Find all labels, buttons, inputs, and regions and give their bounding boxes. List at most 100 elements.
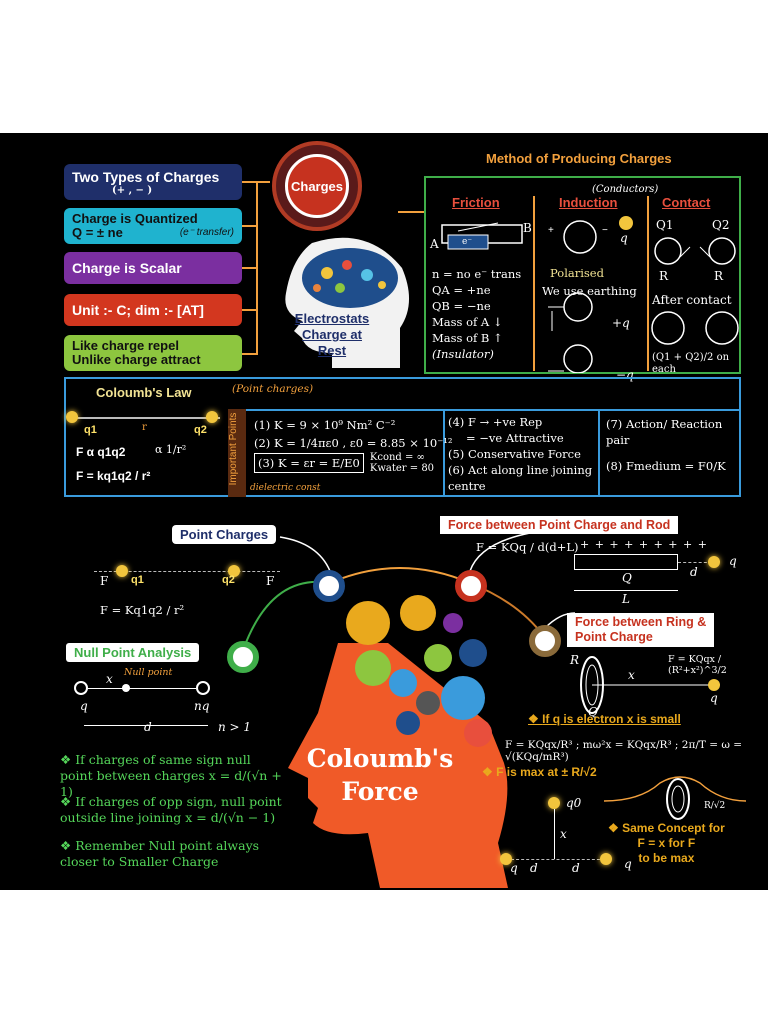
induction-diagram: +− — [548, 216, 633, 373]
q0-q: q — [510, 861, 518, 875]
q0-right-charge — [600, 853, 612, 865]
contact-title: Contact — [662, 195, 711, 210]
node-ring — [529, 625, 561, 657]
rod-distance-line — [678, 562, 712, 563]
null-charge-q — [74, 681, 88, 695]
pill-repel-line1: Like charge repel — [72, 338, 179, 353]
important-point: (3) K = εr = E/E0 — [254, 453, 364, 473]
important-point: (5) Conservative Force — [448, 447, 581, 461]
pill-unit: Unit :- C; dim :- [AT] — [64, 294, 242, 326]
coulomb-charge-2 — [206, 411, 218, 423]
pill-two-types: Two Types of Charges (+ , − ) — [64, 164, 242, 200]
dielectric-note: dielectric const — [250, 483, 321, 493]
ring-fmax-text: F is max at ± R/√2 — [496, 765, 597, 779]
important-point: (2) K = 1/4πε0 , ε0 = 8.85 × 10⁻¹² — [254, 436, 453, 450]
brain-head-illustration — [285, 237, 410, 368]
rod-Q: Q — [622, 571, 632, 585]
ring-electron-note-text: If q is electron x is small — [542, 712, 681, 726]
q0-axis — [554, 809, 555, 859]
null-bullet-text: If charges of same sign null point betwe… — [60, 752, 282, 799]
friction-line: QB = −ne — [432, 299, 491, 313]
connector — [256, 181, 258, 355]
contact-diagram — [654, 237, 736, 265]
methods-conductor-note: (Conductors) — [592, 184, 659, 195]
ring-title-line: Point Charge — [575, 630, 653, 644]
pill-unit-title: Unit :- C; dim :- [AT] — [72, 302, 204, 318]
null-point-title: Null Point Analysis — [66, 643, 200, 662]
coulomb-charge-1 — [66, 411, 78, 423]
connector — [398, 211, 424, 213]
friction-line: n = no e⁻ trans — [432, 267, 522, 281]
brain-label: Electrostats Charge at Rest — [292, 311, 372, 359]
pill-repel: Like charge repel Unlike charge attract — [64, 335, 242, 371]
head-title: Coloumb's Force — [300, 742, 460, 808]
null-point-marker — [122, 684, 130, 692]
pill-scalar-title: Charge is Scalar — [72, 260, 182, 276]
ring-force-curve — [603, 776, 747, 820]
coulomb-title: Coloumb's Law — [96, 385, 192, 400]
node-rod — [455, 570, 487, 602]
q0-q: q — [624, 857, 632, 871]
rod-q: q — [729, 554, 737, 568]
contact-r: R — [714, 269, 724, 283]
induction-polarised: Polarised — [550, 266, 604, 280]
head-title-line: Coloumb's — [306, 744, 454, 773]
connector — [242, 267, 256, 269]
contact-result: (Q1 + Q2)/2 on each — [652, 352, 730, 375]
important-points-col3: (7) Action/ Reaction pair (8) Fmedium = … — [606, 416, 738, 474]
connector — [242, 309, 256, 311]
important-point: (4) F → +ve Rep — [448, 415, 543, 429]
important-points-label: Important Points — [228, 412, 239, 486]
rod-length-line — [574, 590, 678, 591]
q0-x: x — [560, 827, 567, 841]
ring-same-concept-line: ❖ Same Concept for — [608, 821, 725, 835]
friction-lines: n = no e⁻ trans QA = +ne QB = −ne Mass o… — [432, 266, 521, 362]
friction-label-b: B — [523, 221, 532, 235]
contact-q2: Q2 — [712, 218, 730, 232]
coulomb-rel2: α 1/r² — [155, 443, 187, 456]
rod-point-charge — [708, 556, 720, 568]
charges-title: Charges — [285, 154, 349, 218]
ring-fmax: ❖ F is max at ± R/√2 — [482, 765, 597, 779]
friction-diagram — [441, 222, 523, 250]
methods-title: Method of Producing Charges — [486, 151, 672, 166]
important-point: (6) Act along line joining centre — [448, 463, 593, 493]
coulomb-formula: F = kq1q2 / r² — [76, 469, 151, 483]
contact-after-diagram — [651, 311, 739, 345]
ring-R: R — [570, 653, 580, 667]
coulomb-point-note: (Point charges) — [232, 383, 314, 395]
important-point: (8) Fmedium = F0/K — [606, 459, 726, 473]
contact-after: After contact — [652, 293, 732, 307]
null-point-label: Null point — [124, 667, 173, 678]
null-charge-nq — [196, 681, 210, 695]
rod-L: L — [622, 592, 630, 606]
pill-two-types-sub: (+ , − ) — [112, 184, 153, 196]
ring-diagram — [580, 656, 720, 714]
ring-same-concept-line: F = x for F — [637, 836, 696, 850]
gear-head-illustration — [288, 595, 508, 888]
divider — [647, 196, 649, 371]
point-charges-f: F — [266, 574, 275, 588]
rod-d: d — [690, 565, 698, 579]
point-charges-formula: F = Kq1q2 / r² — [100, 603, 185, 617]
ring-x: x — [628, 668, 635, 682]
null-bullet: ❖ If charges of opp sign, null point out… — [60, 794, 282, 825]
ring-same-concept-text: Same Concept for — [622, 821, 725, 835]
null-bullet-text: If charges of opp sign, null point outsi… — [60, 794, 282, 825]
q0-d: d — [530, 861, 538, 875]
rod-plus-row: + + + + + + + + + — [580, 538, 708, 551]
point-charge-1 — [116, 565, 128, 577]
null-q: q — [80, 699, 88, 713]
q0-label: q0 — [566, 796, 582, 810]
rod-body — [574, 554, 678, 570]
important-points-col1: (1) K = 9 × 10⁹ Nm² C⁻² (2) K = 1/4πε0 ,… — [254, 416, 453, 474]
pill-two-types-title: Two Types of Charges — [72, 168, 220, 185]
coulomb-axis — [72, 417, 220, 419]
node-null-point — [227, 641, 259, 673]
null-axis — [88, 688, 196, 689]
friction-line: (Insulator) — [432, 347, 494, 361]
brain-label-line: Electrostats — [294, 311, 370, 326]
contact-r: R — [659, 269, 669, 283]
contact-q1: Q1 — [656, 218, 674, 232]
induction-q: q — [620, 231, 628, 245]
